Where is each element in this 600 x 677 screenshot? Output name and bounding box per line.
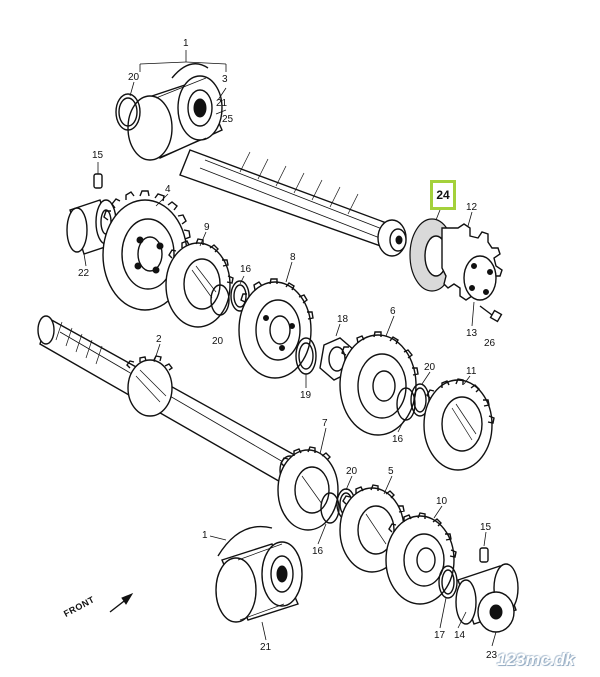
callout-20-right: 20 [424, 362, 436, 373]
callout-26: 26 [484, 338, 496, 349]
callout-9: 9 [204, 222, 210, 233]
snap-ring-top [171, 63, 209, 79]
callout-20-mid: 20 [212, 336, 224, 347]
callout-21-bottom: 21 [260, 642, 272, 653]
callout-3: 3 [222, 74, 228, 85]
callout-1-top: 1 [183, 38, 189, 49]
callout-21-top: 21 [216, 98, 228, 109]
ring-17 [438, 565, 458, 599]
pin-left [93, 173, 103, 189]
callout-13: 13 [466, 328, 478, 339]
pin-right [479, 547, 489, 563]
callout-17: 17 [434, 630, 446, 641]
bearing-bottom [215, 541, 303, 623]
callout-16-a: 16 [240, 264, 252, 275]
countershaft [179, 149, 407, 257]
callout-23: 23 [486, 650, 498, 661]
callout-25: 25 [222, 114, 234, 125]
sprocket-12 [441, 223, 503, 301]
callout-16-c: 16 [312, 546, 324, 557]
callout-6: 6 [390, 306, 396, 317]
callout-1-bottom: 1 [202, 530, 208, 541]
callout-2: 2 [156, 334, 162, 345]
callout-20-low: 20 [346, 466, 358, 477]
front-arrow [109, 592, 134, 613]
callout-5: 5 [388, 466, 394, 477]
watermark: 123mc.dk [497, 650, 575, 669]
callout-19: 19 [300, 390, 312, 401]
callout-11: 11 [466, 366, 477, 377]
highlighted-part-24-label[interactable]: 24 [430, 180, 456, 210]
bolt-26 [479, 305, 503, 323]
callout-10: 10 [436, 496, 448, 507]
circlip-top [115, 93, 141, 131]
callout-20-top: 20 [128, 72, 140, 83]
callout-15-right: 15 [480, 522, 492, 533]
gear-11 [423, 378, 495, 471]
mainshaft [37, 315, 301, 485]
gear-10 [385, 512, 457, 605]
callout-18: 18 [337, 314, 349, 325]
bearing-top [127, 75, 223, 161]
callout-14: 14 [454, 630, 466, 641]
callouts: 1 20 3 21 25 15 4 22 9 16 8 20 12 13 26 … [78, 38, 498, 661]
callout-8: 8 [290, 252, 296, 263]
gear-7 [277, 446, 339, 531]
snap-ring-bottom [217, 525, 273, 557]
callout-15-left: 15 [92, 150, 104, 161]
callout-16-b: 16 [392, 434, 404, 445]
callout-4: 4 [165, 184, 171, 195]
callout-22: 22 [78, 268, 90, 279]
callout-7: 7 [322, 418, 328, 429]
bearing-23 [455, 563, 519, 633]
gear-8 [238, 278, 314, 379]
callout-12: 12 [466, 202, 478, 213]
